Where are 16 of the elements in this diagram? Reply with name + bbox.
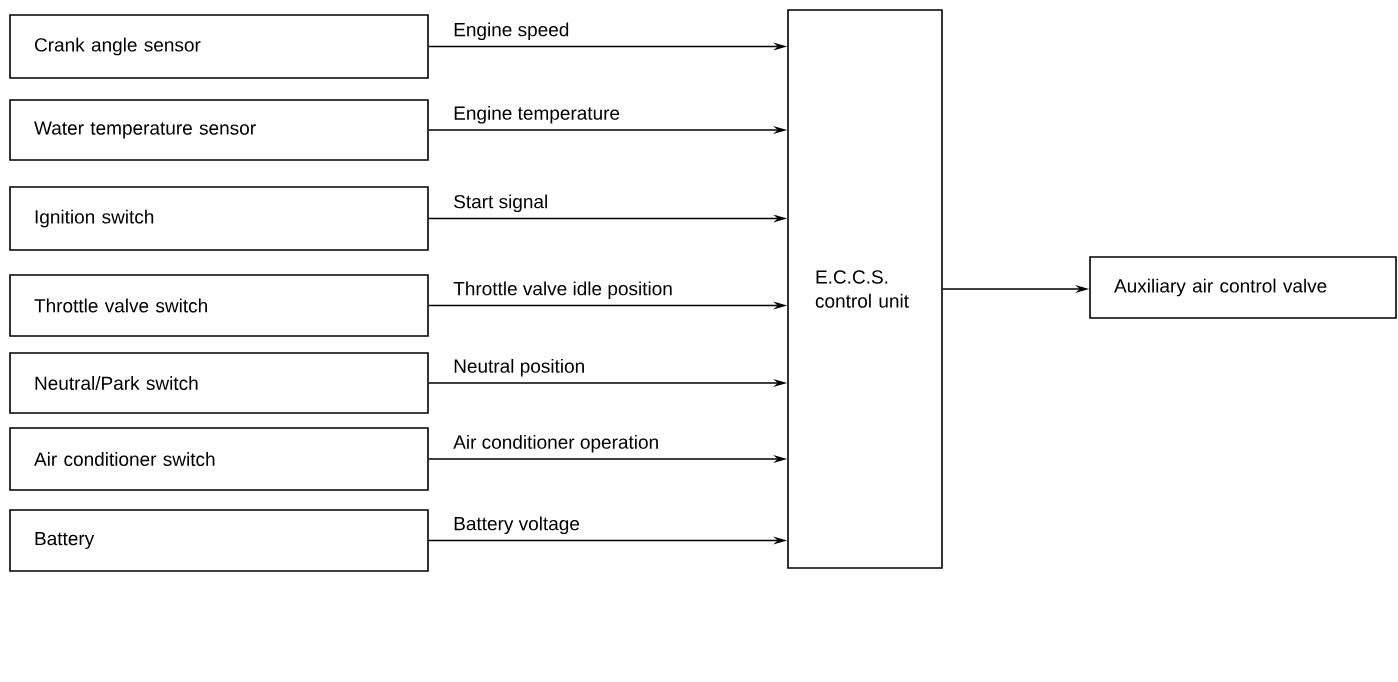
edge-label: Engine temperature [454,105,620,124]
edge-label: Engine speed [454,22,569,41]
edge-label: Battery voltage [454,516,580,535]
component-box: Neutral/Park switch [9,352,429,414]
component-box: Ignition switch [9,186,429,251]
edge-label: Neutral position [454,358,584,377]
edge-label: Throttle valve idle position [453,281,672,300]
component-box: Battery [9,509,429,572]
component-box: Air conditioner switch [9,427,429,491]
edge-label: Start signal [454,194,547,213]
edge-label: Air conditioner operation [453,434,658,453]
component-box: Crank angle sensor [9,14,429,79]
component-box: Auxiliary air control valve [1089,256,1397,319]
control-unit-box: E.C.C.S. control unit [787,9,943,569]
component-box: Throttle valve switch [9,274,429,337]
component-box: Water temperature sensor [9,99,429,161]
